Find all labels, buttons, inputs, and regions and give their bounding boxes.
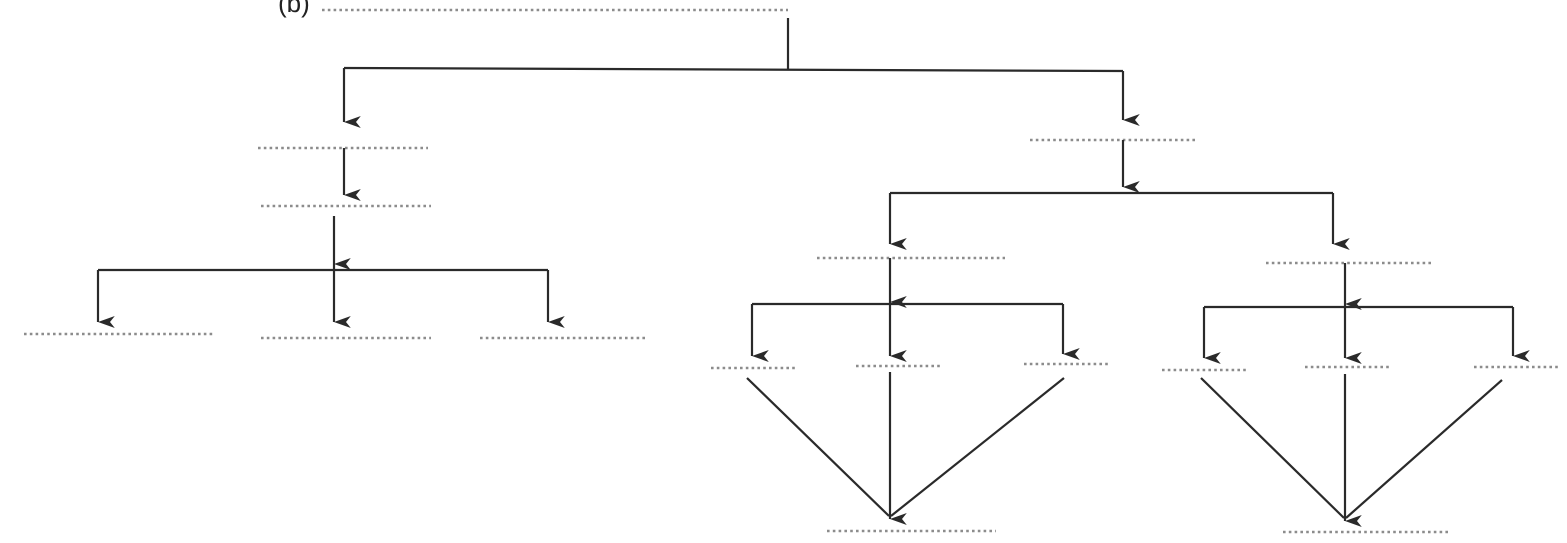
- converge-ra3: [890, 377, 1065, 517]
- converge-ra1: [746, 377, 890, 517]
- connector-root-bar: [343, 66, 1124, 73]
- figure-part-label: (b): [278, 0, 310, 18]
- converge-rb1: [1200, 377, 1345, 519]
- converge-rb3: [1345, 379, 1503, 519]
